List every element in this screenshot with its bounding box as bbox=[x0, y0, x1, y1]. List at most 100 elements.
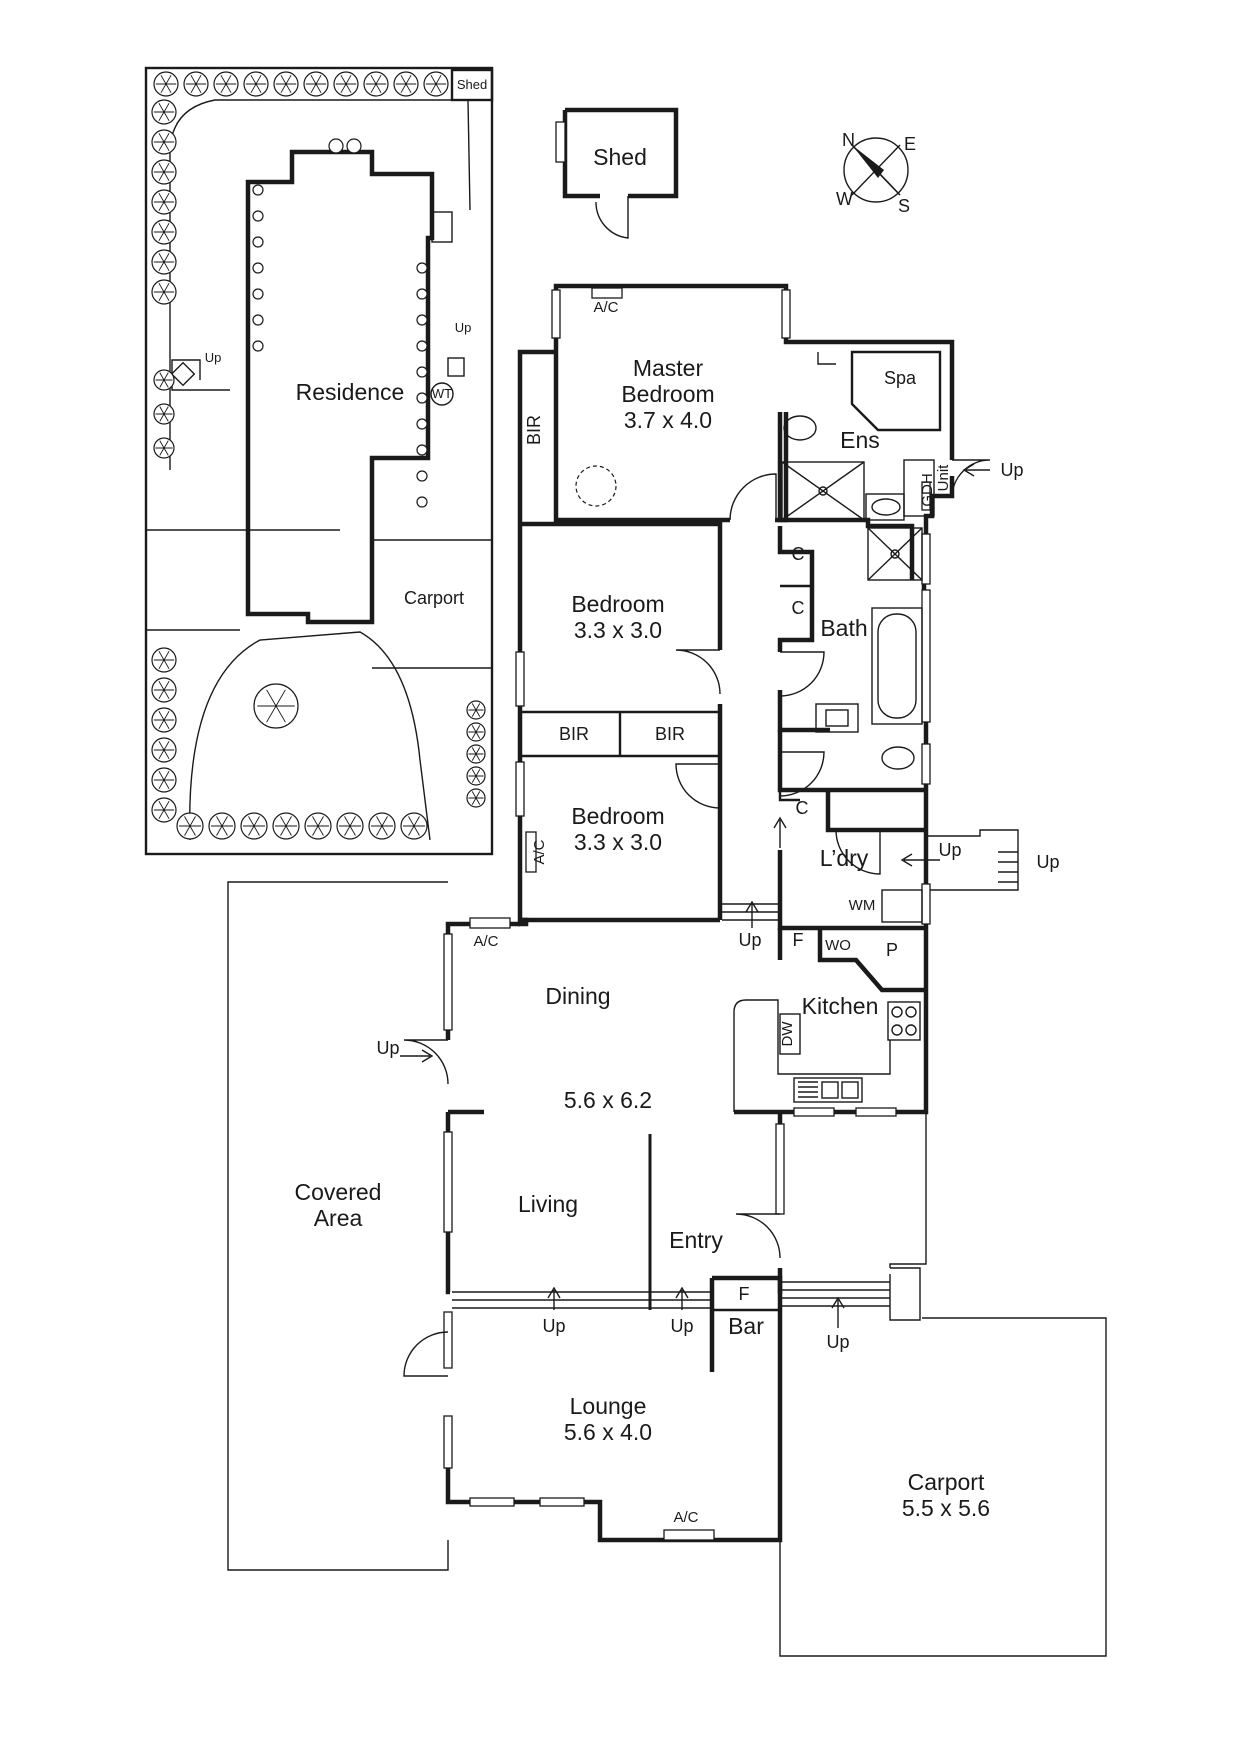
kitchen-bench bbox=[733, 999, 891, 1112]
site-carport-lines bbox=[372, 539, 492, 669]
door-bed2 bbox=[675, 649, 721, 695]
tree-icon bbox=[328, 138, 344, 154]
tree-branches-icon bbox=[153, 132, 175, 152]
ens-up-label: Up bbox=[1000, 460, 1023, 480]
ens-corner bbox=[817, 352, 836, 365]
tree-branches-icon bbox=[153, 710, 175, 730]
lounge-up-arrow-1-icon bbox=[547, 1286, 561, 1310]
tree-branches-icon bbox=[153, 650, 175, 670]
gdh-label: GDH bbox=[919, 473, 936, 506]
tree-icon bbox=[416, 444, 428, 456]
shed-door-swing bbox=[595, 196, 629, 239]
hall-steps bbox=[722, 903, 780, 921]
dw-label: DW bbox=[779, 1021, 796, 1047]
tree-branches-icon bbox=[153, 740, 175, 760]
wall-pantry bbox=[777, 928, 924, 993]
tree-icon bbox=[416, 470, 428, 482]
dining-up-arrow-icon bbox=[400, 1049, 434, 1063]
cooktop bbox=[887, 1001, 921, 1041]
ens-basin bbox=[871, 498, 901, 516]
tree-branches-icon bbox=[153, 800, 175, 820]
tree-branches-icon bbox=[365, 74, 387, 94]
tree-branches-icon bbox=[155, 74, 177, 94]
tree-branches-icon bbox=[153, 680, 175, 700]
site-divider bbox=[146, 529, 340, 631]
ac-master bbox=[591, 287, 623, 299]
gdh-unit-box bbox=[903, 459, 935, 517]
door-laundry bbox=[835, 829, 881, 875]
bir-left-label: BIR bbox=[559, 724, 589, 744]
bedroom2-size: 3.3 x 3.0 bbox=[574, 617, 662, 643]
shed-label: Shed bbox=[593, 144, 647, 170]
ens-label: Ens bbox=[840, 427, 880, 453]
tree-branches-icon bbox=[185, 74, 207, 94]
gdh-unit-label: Unit bbox=[935, 464, 952, 492]
pantry-fridge-label: F bbox=[793, 930, 804, 950]
living-label: Living bbox=[518, 1191, 578, 1217]
carport-side-line bbox=[889, 1112, 927, 1268]
bathtub-inner bbox=[877, 613, 917, 719]
window-dining bbox=[443, 933, 453, 1031]
compass-n: N bbox=[842, 130, 855, 150]
window-entry bbox=[775, 1123, 785, 1215]
tree-branches-icon bbox=[178, 816, 202, 836]
tree-branches-icon bbox=[155, 372, 173, 388]
site-side-path bbox=[431, 211, 453, 243]
window-wc bbox=[921, 743, 931, 785]
ac-bed3 bbox=[525, 831, 537, 873]
entry-up-arrow-icon bbox=[831, 1296, 845, 1328]
shed-window bbox=[555, 121, 566, 163]
lounge-label: Lounge bbox=[570, 1393, 647, 1419]
lounge-size: 5.6 x 4.0 bbox=[564, 1419, 652, 1445]
spa-label: Spa bbox=[884, 368, 917, 388]
door-master bbox=[729, 473, 777, 521]
tree-branches-icon bbox=[245, 74, 267, 94]
lounge-up-label-1: Up bbox=[542, 1316, 565, 1336]
tree-icon bbox=[252, 184, 264, 196]
wm-label: WM bbox=[849, 897, 876, 914]
bir-walls bbox=[520, 710, 720, 758]
entry-up-label: Up bbox=[826, 1332, 849, 1352]
ens-shower-drain bbox=[818, 486, 828, 496]
window-bed2 bbox=[515, 651, 525, 707]
ens-vanity bbox=[865, 493, 905, 521]
tree-branches-icon bbox=[153, 162, 175, 182]
lounge-up-label-2: Up bbox=[670, 1316, 693, 1336]
bathtub bbox=[871, 607, 923, 725]
ac-master-label: A/C bbox=[593, 299, 618, 316]
window-bath-top bbox=[921, 533, 931, 585]
kitchen-sink bbox=[793, 1077, 863, 1103]
tree-branches-icon bbox=[215, 74, 237, 94]
cooktop-burner-3 bbox=[891, 1024, 903, 1036]
tree-icon bbox=[252, 210, 264, 222]
bath-shower-diagonals bbox=[867, 527, 923, 581]
kitchen-sink-bowl-1 bbox=[821, 1081, 839, 1099]
master-label-1: Master bbox=[633, 355, 704, 381]
cupboard-1-label: C bbox=[792, 544, 805, 564]
tree-branches-icon bbox=[468, 791, 484, 805]
site-residence-label: Residence bbox=[296, 379, 405, 405]
bar-label: Bar bbox=[728, 1313, 764, 1339]
ac-dining bbox=[469, 917, 511, 929]
tree-branches-icon bbox=[153, 282, 175, 302]
window-master-east bbox=[781, 289, 791, 339]
site-steps bbox=[447, 357, 465, 377]
cupboard-3-label: C bbox=[796, 798, 809, 818]
carport-label: Carport bbox=[908, 1469, 985, 1495]
bath-label: Bath bbox=[820, 615, 867, 641]
site-side-gate bbox=[171, 359, 230, 391]
site-up-right: Up bbox=[455, 320, 472, 335]
tree-branches-icon bbox=[305, 74, 327, 94]
entry-label: Entry bbox=[669, 1227, 723, 1253]
ens-up-arrow-icon bbox=[962, 463, 990, 477]
garden-path-top bbox=[169, 99, 471, 470]
water-tank-label: WT bbox=[432, 386, 452, 401]
tree-icon bbox=[416, 314, 428, 326]
tree-branches-icon bbox=[402, 816, 426, 836]
tree-icon bbox=[252, 236, 264, 248]
window-bath bbox=[921, 589, 931, 723]
wall-bed2-east bbox=[520, 521, 723, 920]
tree-branches-icon bbox=[210, 816, 234, 836]
bedroom2-label: Bedroom bbox=[571, 591, 664, 617]
covered-label-1: Covered bbox=[295, 1179, 382, 1205]
